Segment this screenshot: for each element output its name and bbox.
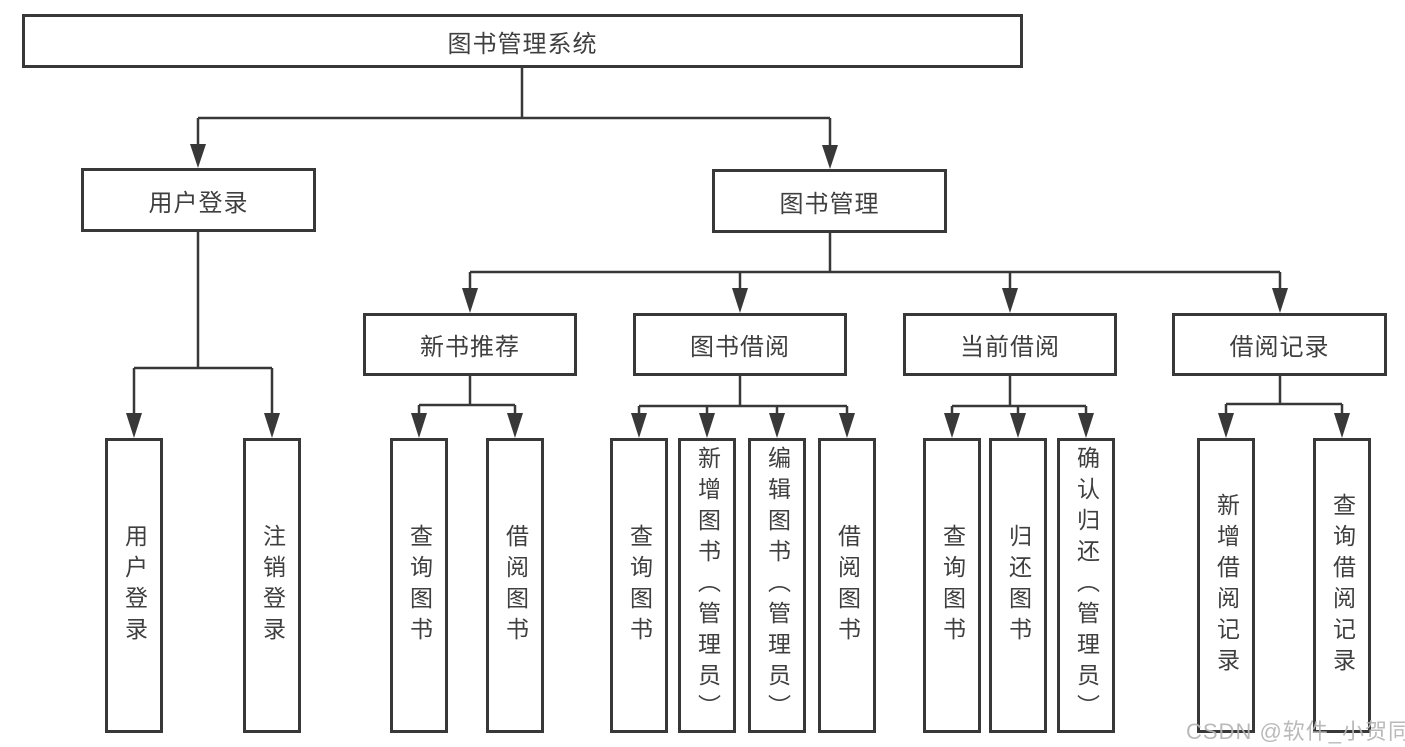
leaf-borrow-query: 查询图书	[610, 438, 668, 733]
leaf-records-add: 新增借阅记录	[1197, 438, 1255, 733]
node-book-mgmt-label: 图书管理	[779, 190, 880, 218]
leaf-current-return-label: 归还图书	[1005, 523, 1032, 648]
leaf-borrow-borrow: 借阅图书	[818, 438, 876, 733]
leaf-records-query: 查询借阅记录	[1313, 438, 1371, 733]
leaf-borrow-edit-label: 编辑图书（管理员）	[764, 446, 791, 725]
node-book-borrow-label: 图书借阅	[690, 334, 790, 361]
leaf-newbooks-borrow: 借阅图书	[486, 438, 544, 733]
leaf-current-confirm-label: 确认归还（管理员）	[1073, 446, 1100, 725]
node-user-login: 用户登录	[81, 168, 316, 232]
leaf-borrow-query-label: 查询图书	[626, 523, 653, 648]
leaf-borrow-add: 新增图书（管理员）	[678, 438, 736, 733]
leaf-current-confirm: 确认归还（管理员）	[1057, 438, 1115, 733]
node-current-borrow: 当前借阅	[903, 313, 1117, 376]
node-new-books-label: 新书推荐	[420, 334, 520, 361]
node-new-books: 新书推荐	[363, 313, 577, 376]
node-current-borrow-label: 当前借阅	[960, 334, 1060, 361]
node-root: 图书管理系统	[22, 14, 1023, 68]
leaf-logout: 注销登录	[243, 438, 301, 733]
leaf-records-query-label: 查询借阅记录	[1329, 492, 1356, 679]
leaf-newbooks-query: 查询图书	[390, 438, 448, 733]
leaf-borrow-edit: 编辑图书（管理员）	[748, 438, 806, 733]
node-book-mgmt: 图书管理	[712, 169, 947, 233]
leaf-borrow-add-label: 新增图书（管理员）	[694, 446, 721, 725]
node-borrow-records: 借阅记录	[1172, 313, 1387, 376]
leaf-borrow-borrow-label: 借阅图书	[834, 523, 861, 648]
leaf-current-query-label: 查询图书	[939, 523, 966, 648]
node-user-login-label: 用户登录	[148, 189, 249, 217]
leaf-user-login-label: 用户登录	[121, 523, 148, 648]
node-root-label: 图书管理系统	[447, 30, 598, 58]
node-borrow-records-label: 借阅记录	[1229, 334, 1330, 361]
leaf-newbooks-borrow-label: 借阅图书	[502, 523, 529, 648]
watermark: CSDN @软件_小贺同学	[1186, 719, 1405, 744]
leaf-newbooks-query-label: 查询图书	[406, 523, 433, 648]
leaf-user-login: 用户登录	[105, 438, 163, 733]
leaf-current-return: 归还图书	[989, 438, 1047, 733]
leaf-logout-label: 注销登录	[259, 523, 286, 648]
node-book-borrow: 图书借阅	[633, 313, 847, 376]
leaf-current-query: 查询图书	[923, 438, 981, 733]
leaf-records-add-label: 新增借阅记录	[1213, 492, 1240, 679]
